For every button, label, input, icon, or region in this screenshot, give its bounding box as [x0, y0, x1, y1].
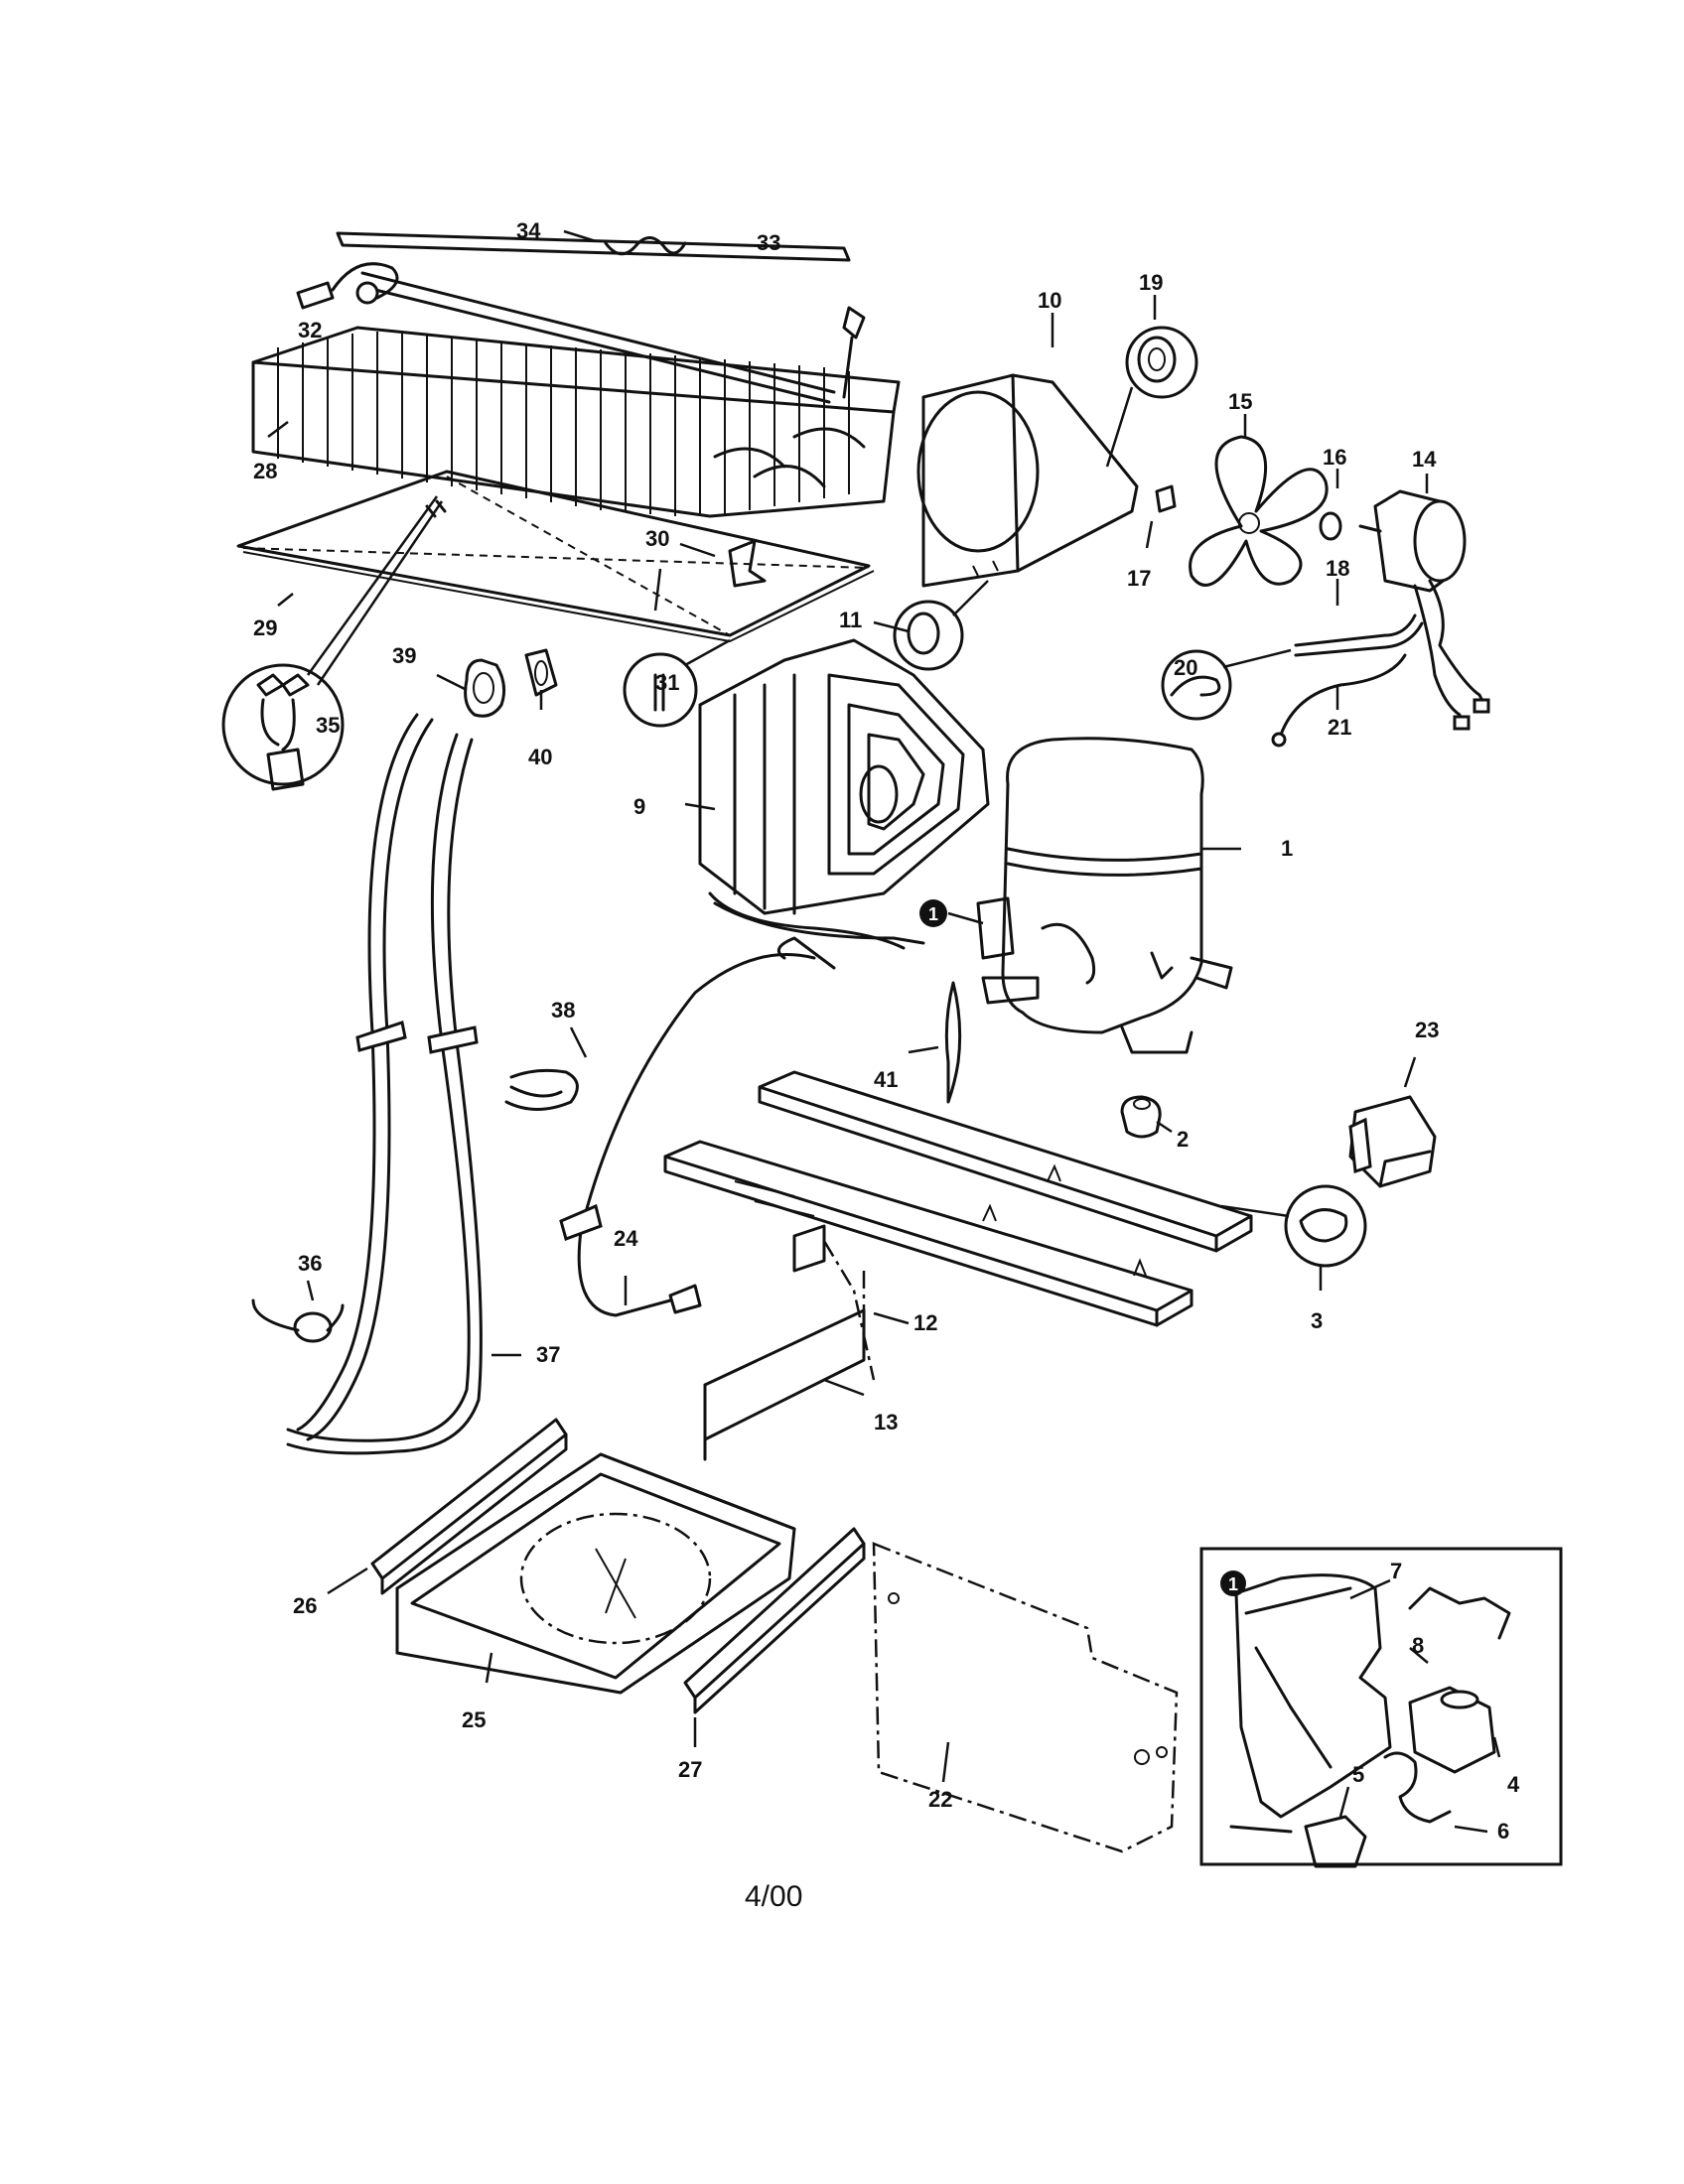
inset-marker: 1 — [1228, 1574, 1238, 1594]
callout-33: 33 — [757, 230, 780, 255]
part-17-clip — [1155, 484, 1177, 513]
callout-20: 20 — [1174, 655, 1197, 680]
part-38-strap — [504, 1068, 579, 1111]
part-31-marker — [623, 638, 731, 728]
callout-5: 5 — [1352, 1762, 1364, 1787]
part-41-drier — [944, 981, 962, 1104]
callout-9: 9 — [633, 794, 645, 819]
part-21-wire — [1271, 653, 1407, 748]
callout-4: 4 — [1507, 1772, 1520, 1797]
part-28-condenser — [251, 326, 901, 518]
callout-23: 23 — [1415, 1018, 1439, 1042]
callout-16: 16 — [1323, 445, 1346, 470]
part-36-clamp — [251, 1298, 345, 1343]
callout-27: 27 — [678, 1757, 702, 1782]
part-18-heater-tube — [1294, 614, 1424, 657]
part-27-bracket — [683, 1527, 866, 1714]
callout-24: 24 — [614, 1226, 638, 1251]
part-1-compressor — [976, 737, 1233, 1054]
callout-12: 12 — [913, 1310, 937, 1335]
part-19-grommet — [1105, 326, 1198, 468]
callout-1: 1 — [1281, 836, 1293, 861]
callout-labels: 1 2 3 4 5 6 7 8 9 10 11 12 13 14 15 16 1… — [253, 218, 1520, 1843]
callout-6: 6 — [1497, 1819, 1509, 1843]
callout-29: 29 — [253, 615, 277, 640]
compressor-marker — [919, 899, 984, 927]
part-15-fan-blade — [1189, 435, 1329, 587]
part-20-clip — [1161, 648, 1292, 721]
part-30-clip — [728, 539, 767, 588]
inset-panel: 1 — [1199, 1547, 1563, 1868]
callout-13: 13 — [874, 1410, 898, 1434]
part-35-detail — [221, 495, 444, 791]
callout-8: 8 — [1412, 1633, 1424, 1658]
callout-39: 39 — [392, 643, 416, 668]
callout-2: 2 — [1177, 1127, 1189, 1152]
callout-11: 11 — [839, 608, 862, 632]
part-11-grommet — [893, 580, 989, 671]
callout-30: 30 — [645, 526, 669, 551]
callout-10: 10 — [1038, 288, 1061, 313]
revision-label: 4/00 — [745, 1880, 802, 1913]
part-33-tube — [336, 231, 866, 404]
part-10-shroud — [916, 373, 1139, 588]
part-4-relay — [1408, 1686, 1496, 1774]
part-rail-lower — [663, 1140, 1193, 1327]
part-29-tray — [236, 470, 875, 643]
callout-41: 41 — [874, 1067, 898, 1092]
part-8-wire — [1408, 1586, 1511, 1640]
callout-37: 37 — [536, 1342, 560, 1367]
callout-18: 18 — [1326, 556, 1349, 581]
part-32-fitting — [296, 262, 399, 310]
callout-36: 36 — [298, 1251, 322, 1276]
callout-28: 28 — [253, 459, 277, 483]
part-37-drain-tubes — [286, 713, 483, 1455]
callout-34: 34 — [516, 218, 541, 243]
callout-40: 40 — [528, 745, 552, 769]
callout-14: 14 — [1412, 447, 1437, 472]
callout-32: 32 — [298, 318, 322, 342]
callout-35: 35 — [316, 713, 340, 738]
part-rail-upper — [758, 1070, 1253, 1253]
callout-26: 26 — [293, 1593, 317, 1618]
part-40-grommet — [524, 648, 558, 697]
part-34-wire — [604, 236, 687, 256]
part-39-grommet — [464, 658, 506, 718]
callout-17: 17 — [1127, 566, 1151, 591]
part-24-power-cord — [559, 936, 836, 1317]
callout-38: 38 — [551, 998, 575, 1023]
compressor-marker-label: 1 — [928, 904, 938, 924]
part-16-washer — [1319, 511, 1342, 541]
callout-7: 7 — [1390, 1559, 1402, 1583]
part-23-relay — [1348, 1095, 1437, 1188]
callout-22: 22 — [928, 1787, 952, 1812]
callout-25: 25 — [462, 1707, 486, 1732]
part-26-bracket — [370, 1418, 568, 1595]
part-9-evaporator — [698, 638, 990, 950]
part-25-drain-pan — [395, 1452, 796, 1695]
callout-3: 3 — [1311, 1308, 1323, 1333]
part-6-clip — [1383, 1751, 1452, 1824]
part-13-panel — [703, 1271, 866, 1461]
part-7-cover — [1234, 1573, 1392, 1819]
callout-15: 15 — [1228, 389, 1252, 414]
part-5-overload — [1304, 1815, 1367, 1868]
part-12-bracket — [792, 1224, 876, 1381]
leaders — [267, 229, 1501, 1834]
callout-21: 21 — [1328, 715, 1351, 740]
callout-19: 19 — [1139, 270, 1163, 295]
part-2-grommet — [1120, 1095, 1162, 1139]
part-22-rear-panel — [872, 1542, 1179, 1853]
part-3-detail — [1220, 1184, 1367, 1268]
part-14-fan-motor — [1358, 489, 1490, 731]
callout-31: 31 — [655, 670, 679, 695]
